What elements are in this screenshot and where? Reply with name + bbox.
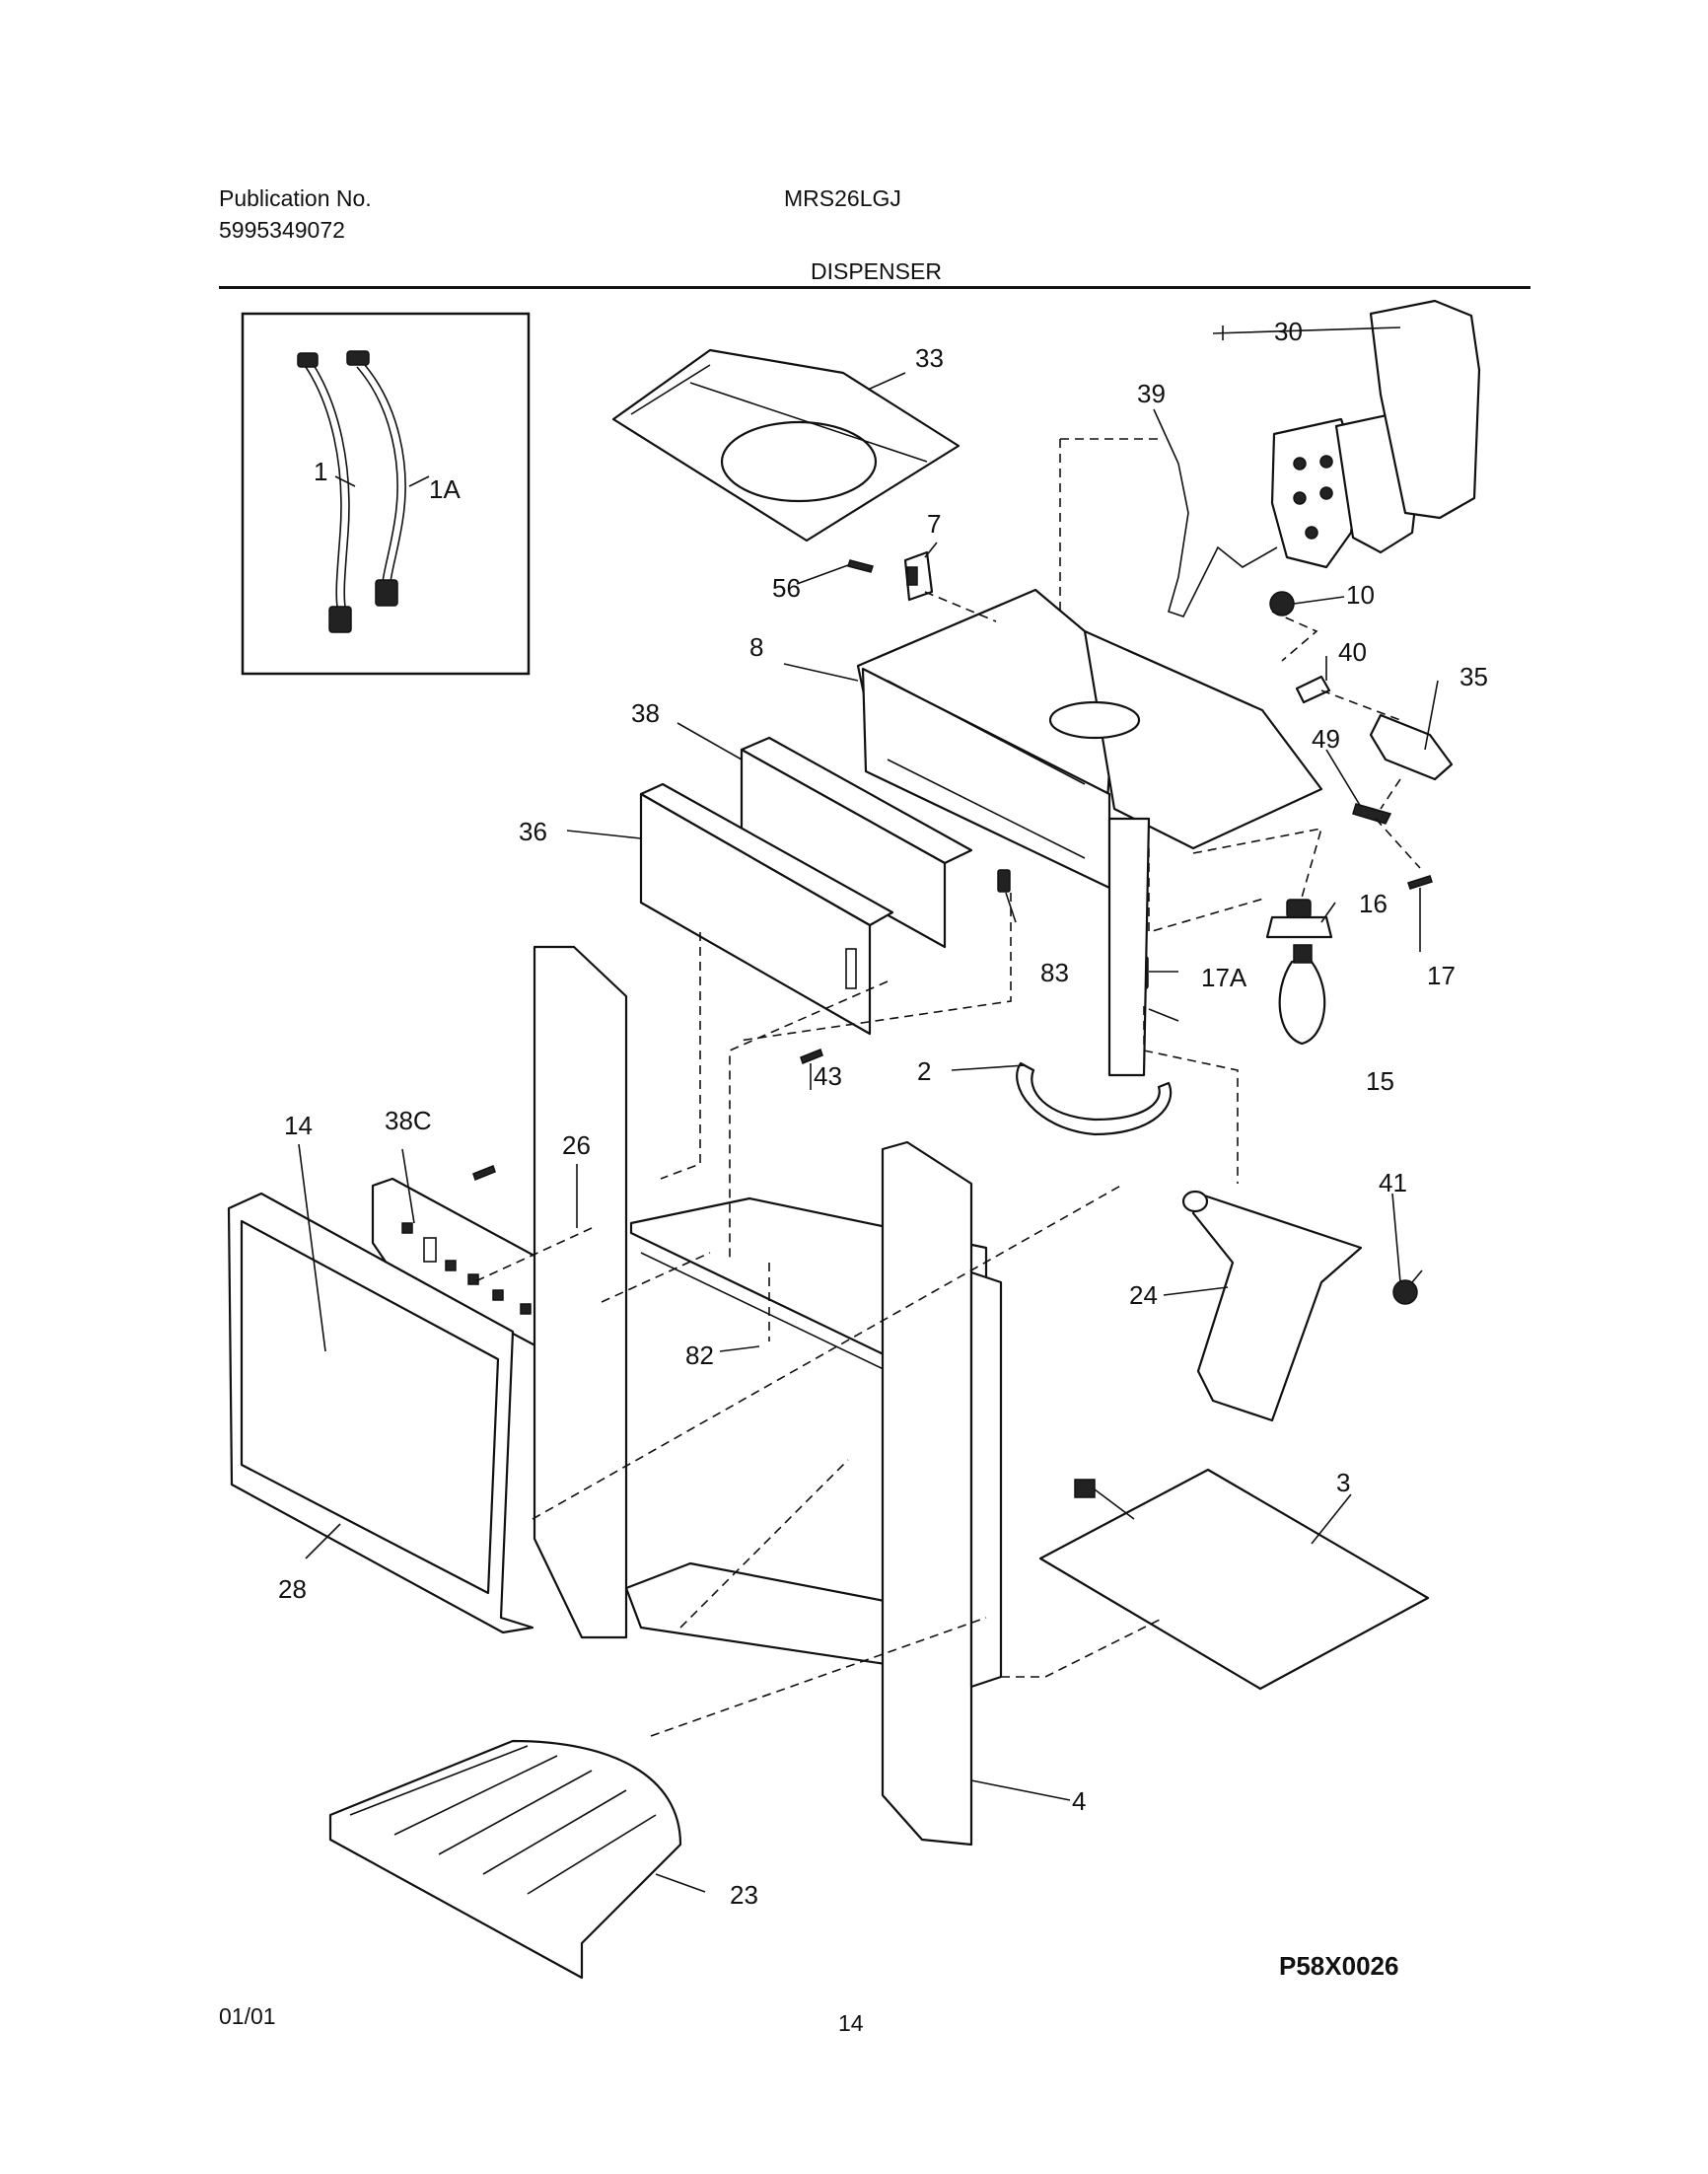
part-2-chute bbox=[1016, 1061, 1173, 1136]
callout-49: 49 bbox=[1312, 724, 1340, 754]
callout-7: 7 bbox=[927, 509, 941, 539]
callout-1: 1 bbox=[314, 457, 327, 486]
model-number: MRS26LGJ bbox=[784, 185, 901, 211]
callout-24: 24 bbox=[1129, 1280, 1158, 1310]
callout-38: 38 bbox=[631, 698, 660, 728]
part-16-socket bbox=[1265, 899, 1333, 939]
part-49-bracket bbox=[1352, 803, 1392, 825]
figure-code: P58X0026 bbox=[1279, 1951, 1399, 1981]
callout-33: 33 bbox=[915, 343, 944, 373]
part-7-switch bbox=[903, 550, 934, 602]
callout-43: 43 bbox=[814, 1061, 842, 1091]
callout-56: 56 bbox=[772, 573, 801, 603]
callout-23: 23 bbox=[730, 1880, 758, 1910]
header-rule bbox=[219, 286, 1530, 289]
inset-tubes bbox=[241, 312, 531, 676]
callout-17a: 17A bbox=[1201, 963, 1247, 992]
assembly-lines bbox=[472, 438, 1421, 1737]
callout-2: 2 bbox=[917, 1056, 931, 1086]
part-39-wire bbox=[1168, 463, 1278, 617]
part-17-screw bbox=[1407, 875, 1433, 890]
callout-82: 82 bbox=[685, 1341, 714, 1370]
part-56-screw bbox=[847, 559, 874, 573]
part-30-cover bbox=[1270, 299, 1481, 569]
part-8-housing bbox=[856, 588, 1323, 890]
left-side-panel bbox=[533, 945, 628, 1639]
callout-36: 36 bbox=[519, 817, 547, 846]
part-43-screw bbox=[800, 1049, 823, 1064]
central-column bbox=[1107, 817, 1151, 1077]
part-14-screen bbox=[240, 1219, 500, 1595]
callout-4: 4 bbox=[1072, 1786, 1086, 1816]
callout-17: 17 bbox=[1427, 961, 1456, 990]
callout-40: 40 bbox=[1338, 637, 1367, 667]
part-4-pillar bbox=[881, 1140, 1003, 1847]
part-15-bulb bbox=[1278, 944, 1326, 1046]
section-title: DISPENSER bbox=[811, 258, 942, 284]
callout-14: 14 bbox=[284, 1111, 313, 1140]
part-41-spring bbox=[1392, 1269, 1423, 1305]
callout-38c: 38C bbox=[385, 1106, 432, 1135]
callout-1a: 1A bbox=[429, 474, 461, 504]
part-36-panel bbox=[639, 782, 894, 1036]
publication-date: 01/01 bbox=[219, 2003, 276, 2029]
part-40-actuator bbox=[1295, 675, 1331, 704]
callout-3: 3 bbox=[1336, 1468, 1350, 1497]
part-83-screw bbox=[997, 869, 1011, 893]
callout-labels: 1 1A 2 3 4 7 8 10 14 15 16 17 17A 23 24 … bbox=[278, 317, 1488, 1910]
part-3-plate bbox=[1038, 1468, 1430, 1691]
publication-label: Publication No. bbox=[219, 185, 372, 211]
callout-41: 41 bbox=[1379, 1168, 1407, 1197]
callout-16: 16 bbox=[1359, 889, 1388, 918]
callout-39: 39 bbox=[1137, 379, 1166, 408]
part-24-paddle bbox=[1181, 1190, 1363, 1422]
leader-lines bbox=[298, 326, 1439, 1893]
callout-30: 30 bbox=[1274, 317, 1303, 346]
callout-15: 15 bbox=[1366, 1066, 1394, 1096]
callout-35: 35 bbox=[1459, 662, 1488, 691]
publication-number: 5995349072 bbox=[219, 217, 345, 243]
part-35-solenoid bbox=[1369, 713, 1454, 781]
part-38-board bbox=[740, 736, 973, 949]
callout-28: 28 bbox=[278, 1574, 307, 1604]
part-23-drip-tray bbox=[328, 1739, 682, 1980]
callout-26: 26 bbox=[562, 1130, 591, 1160]
callout-10: 10 bbox=[1346, 580, 1375, 610]
page-number: 14 bbox=[838, 2010, 864, 2036]
callout-8: 8 bbox=[749, 632, 763, 662]
callout-83: 83 bbox=[1040, 958, 1069, 987]
part-33-top-plate bbox=[611, 348, 961, 543]
